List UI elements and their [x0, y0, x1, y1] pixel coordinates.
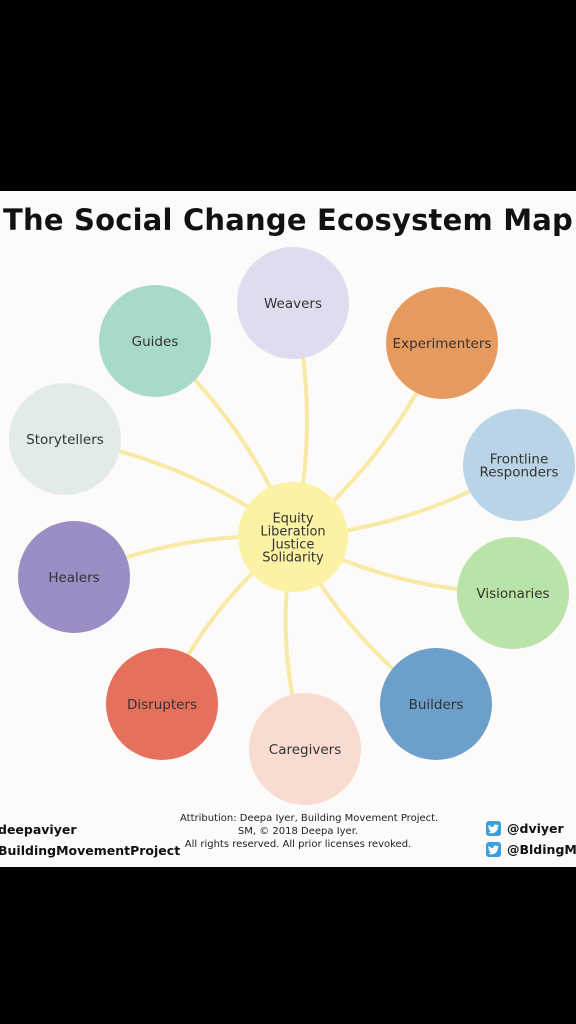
- role-circle: [106, 648, 218, 760]
- role-label: Frontline: [490, 452, 549, 468]
- center-circle: [238, 482, 348, 592]
- center-value-label: Justice: [271, 538, 315, 553]
- twitter-handle-dviyer: @dviyer: [486, 821, 564, 836]
- role-label: Disrupters: [127, 697, 197, 713]
- role-circle: [237, 247, 349, 359]
- center-value-label: Solidarity: [262, 551, 324, 566]
- role-circle: [380, 648, 492, 760]
- ecosystem-diagram: WeaversExperimentersFrontlineRespondersV…: [9, 247, 575, 805]
- role-weavers: Weavers: [237, 247, 349, 359]
- role-circle: [457, 537, 569, 649]
- handle-buildingmovementproject: BuildingMovementProject: [0, 843, 181, 858]
- role-label: Healers: [48, 570, 99, 586]
- role-label: Guides: [132, 334, 179, 350]
- role-circle: [249, 693, 361, 805]
- role-disrupters: Disrupters: [106, 648, 218, 760]
- role-circle: [99, 285, 211, 397]
- role-label: Storytellers: [26, 432, 104, 448]
- role-label: Weavers: [264, 296, 322, 312]
- twitter-bird-icon: [486, 842, 501, 857]
- role-builders: Builders: [380, 648, 492, 760]
- twitter-handle-text: @BldingMo: [507, 842, 576, 857]
- attribution-line: Attribution: Deepa Iyer, Building Moveme…: [180, 813, 439, 824]
- role-healers: Healers: [18, 521, 130, 633]
- role-label: Experimenters: [393, 336, 492, 352]
- page-title: The Social Change Ecosystem Map: [3, 203, 573, 237]
- role-circle: [18, 521, 130, 633]
- attribution: Attribution: Deepa Iyer, Building Moveme…: [180, 812, 439, 851]
- handle-deepaviyer: deepaviyer: [0, 822, 77, 837]
- role-guides: Guides: [99, 285, 211, 397]
- role-label: Builders: [409, 697, 464, 713]
- twitter-handle-bldingmo: @BldingMo: [486, 842, 576, 857]
- role-circles: WeaversExperimentersFrontlineRespondersV…: [9, 247, 575, 805]
- role-caregivers: Caregivers: [249, 693, 361, 805]
- role-circle: [9, 383, 121, 495]
- role-circle: [386, 287, 498, 399]
- role-storytellers: Storytellers: [9, 383, 121, 495]
- role-label: Responders: [480, 465, 559, 481]
- role-visionaries: Visionaries: [457, 537, 569, 649]
- role-label: Visionaries: [476, 586, 549, 602]
- center-value-label: Equity: [272, 512, 313, 527]
- twitter-bird-icon: [486, 821, 501, 836]
- twitter-handle-text: @dviyer: [507, 821, 564, 836]
- center-value-label: Liberation: [260, 525, 325, 540]
- role-experimenters: Experimenters: [386, 287, 498, 399]
- role-label: Caregivers: [269, 742, 341, 758]
- role-circle: [463, 409, 575, 521]
- attribution-line: All rights reserved. All prior licenses …: [184, 839, 412, 850]
- attribution-line: SM, © 2018 Deepa Iyer.: [237, 826, 359, 837]
